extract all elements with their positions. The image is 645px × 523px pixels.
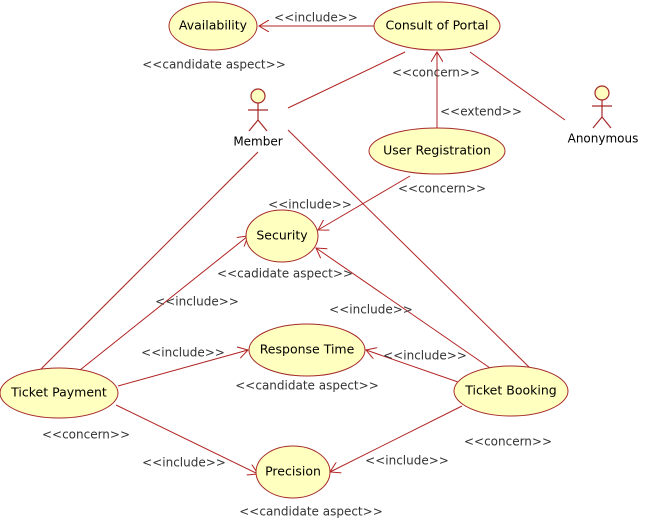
actor-anonymous-label: Anonymous — [568, 132, 639, 146]
label-candidate-precision: <<candidate aspect>> — [239, 505, 383, 519]
usecase-security[interactable]: Security — [245, 209, 319, 263]
include-payment-precision-edge — [115, 404, 258, 474]
usecase-ticket-booking-label: Ticket Booking — [464, 383, 556, 398]
usecase-availability-label: Availability — [179, 18, 248, 33]
usecase-user-registration[interactable]: User Registration — [368, 127, 506, 175]
label-concern-payment: <<concern>> — [42, 428, 130, 442]
include-booking-precision-edge — [330, 405, 463, 472]
label-include-booking-security: <<include>> — [329, 303, 413, 317]
include-booking-security-edge — [316, 248, 491, 369]
usecase-user-registration-label: User Registration — [383, 143, 491, 158]
usecase-consult-portal-label: Consult of Portal — [385, 18, 488, 33]
label-concern-booking: <<concern>> — [464, 435, 552, 449]
usecase-consult-portal[interactable]: Consult of Portal — [373, 1, 501, 51]
label-include-payment-security: <<include>> — [155, 295, 239, 309]
label-include-registration-security: <<include>> — [268, 198, 352, 212]
include-booking-response-edge — [366, 350, 459, 383]
usecase-security-label: Security — [256, 228, 308, 243]
usecase-response-time[interactable]: Response Time — [248, 323, 366, 377]
include-registration-security-edge — [318, 175, 411, 230]
actor-anonymous-head-icon — [594, 85, 610, 101]
label-include-availability: <<include>> — [274, 11, 358, 25]
usecase-ticket-booking[interactable]: Ticket Booking — [453, 365, 569, 417]
anonymous-portal-edge — [469, 51, 566, 121]
member-booking-edge — [287, 129, 531, 369]
actor-member-head-icon — [250, 88, 266, 104]
label-concern-portal: <<concern>> — [392, 66, 480, 80]
usecase-precision[interactable]: Precision — [255, 445, 331, 499]
actor-anonymous[interactable]: Anonymous — [568, 85, 639, 146]
label-cadidate-security: <<cadidate aspect>> — [217, 267, 353, 281]
label-include-booking-precision: <<include>> — [365, 454, 449, 468]
include-payment-response-edge — [117, 350, 248, 387]
actor-member[interactable]: Member — [233, 88, 283, 149]
usecase-ticket-payment[interactable]: Ticket Payment — [0, 367, 119, 419]
label-concern-registration: <<concern>> — [398, 182, 486, 196]
usecase-ticket-payment-label: Ticket Payment — [10, 385, 107, 400]
label-extend-registration: <<extend>> — [440, 105, 522, 119]
member-portal-edge — [287, 51, 406, 109]
label-include-payment-precision: <<include>> — [142, 456, 226, 470]
label-include-booking-response: <<include>> — [383, 349, 467, 363]
label-candidate-response: <<candidate aspect>> — [235, 379, 379, 393]
include-payment-security-edge — [79, 236, 248, 371]
usecase-precision-label: Precision — [265, 464, 321, 479]
label-include-payment-response: <<include>> — [141, 346, 225, 360]
usecase-availability[interactable]: Availability — [168, 1, 258, 51]
label-candidate-availability: <<candidate aspect>> — [142, 58, 286, 72]
actor-member-label: Member — [233, 135, 282, 149]
member-payment-edge — [39, 151, 259, 371]
usecase-response-time-label: Response Time — [260, 342, 355, 357]
